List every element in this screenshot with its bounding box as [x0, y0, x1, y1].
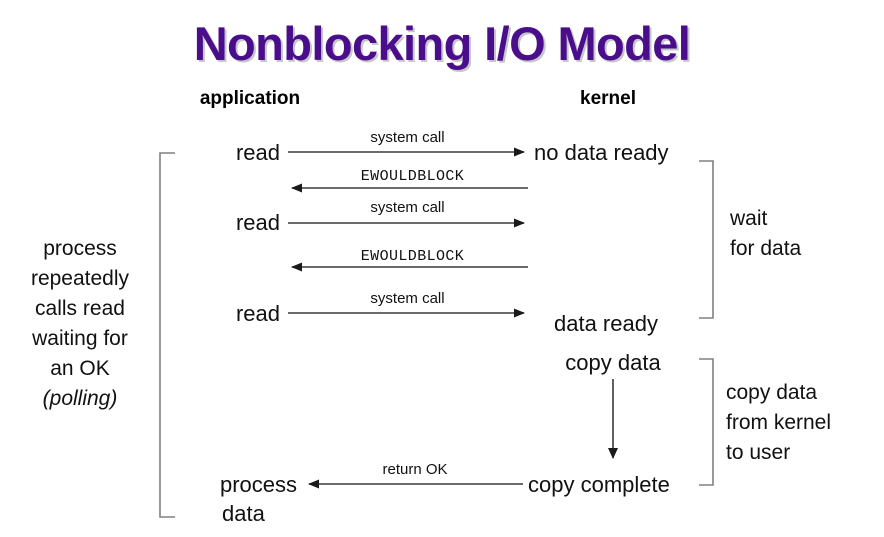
bracket-copy-data [699, 358, 714, 486]
column-header-kernel: kernel [580, 88, 636, 109]
left-note-line-1: process [43, 237, 117, 260]
kernel-node-no-data-ready: no data ready [534, 140, 669, 165]
arrow-label-ewouldblock-2: EWOULDBLOCK [360, 248, 465, 265]
kernel-node-copy-complete: copy complete [528, 472, 670, 497]
app-node-data: data [222, 501, 265, 526]
app-node-read-3: read [235, 301, 280, 326]
app-node-process: process [219, 472, 297, 497]
right-note-1-line-1: wait [730, 207, 768, 230]
left-note-line-2: repeatedly [30, 267, 130, 290]
arrow-label-system-call-1: system call [370, 129, 445, 146]
column-header-application: application [199, 88, 301, 109]
left-note-line-3: calls read [35, 297, 125, 320]
app-node-read-2: read [235, 210, 280, 235]
kernel-node-data-ready: data ready [554, 311, 658, 336]
arrow-label-return-ok: return OK [382, 461, 448, 478]
page-title: Nonblocking I/O Model [193, 17, 691, 70]
right-note-2-line-1: copy data [726, 381, 818, 404]
right-note-wait-for-data: wait for data [730, 204, 880, 264]
left-note-line-4: waiting for [32, 327, 128, 350]
arrow-label-system-call-3: system call [370, 290, 445, 307]
left-note-block: process repeatedly calls read waiting fo… [10, 234, 150, 414]
arrow-label-system-call-2: system call [370, 199, 445, 216]
left-note-line-5: an OK [50, 357, 110, 380]
arrow-label-ewouldblock-1: EWOULDBLOCK [360, 168, 465, 185]
right-note-2-line-3: to user [726, 441, 791, 464]
bracket-wait-for-data [699, 160, 714, 319]
left-note-polling: (polling) [42, 387, 118, 410]
app-node-read-1: read [235, 140, 280, 165]
kernel-node-copy-data: copy data [565, 350, 661, 375]
right-note-copy-data-from-kernel: copy data from kernel to user [726, 378, 884, 468]
right-note-1-line-2: for data [730, 237, 802, 260]
right-note-2-line-2: from kernel [726, 411, 832, 434]
